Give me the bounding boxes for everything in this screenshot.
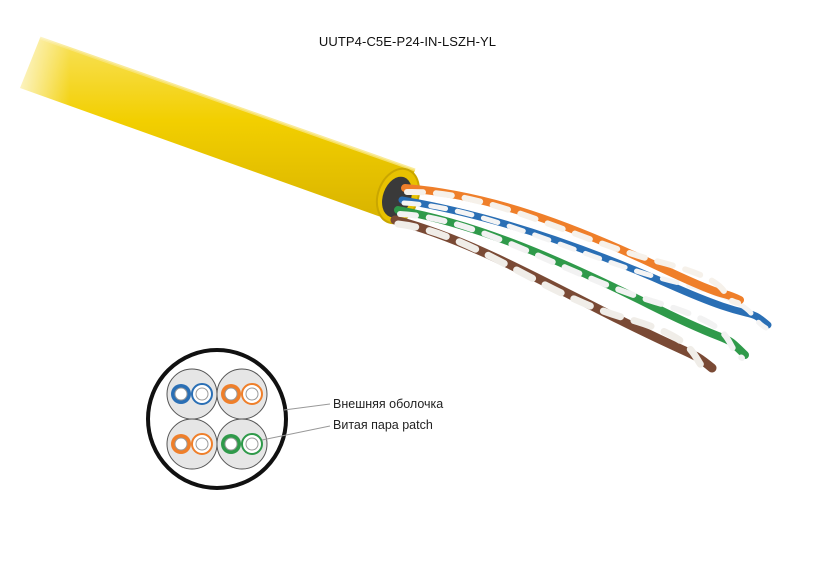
cross-section-pair-green xyxy=(216,418,268,470)
product-title: UUTP4-C5E-P24-IN-LSZH-YL xyxy=(318,34,497,49)
cross-section-pair-orange xyxy=(216,368,268,420)
callout-twisted-pair: Витая пара patch xyxy=(333,418,433,432)
twisted-pair-brown xyxy=(390,215,717,376)
cross-section-diagram xyxy=(146,348,331,490)
twisted-pair-orange xyxy=(401,184,744,306)
cross-section-pair-blue xyxy=(166,368,218,420)
twisted-pair-green xyxy=(394,206,749,361)
twisted-pair-blue xyxy=(398,196,772,331)
callout-outer-jacket: Внешняя оболочка xyxy=(333,397,444,411)
leader-line-twisted-pair xyxy=(261,425,331,441)
cable-jacket xyxy=(0,20,421,225)
leader-line-outer-jacket xyxy=(283,403,331,411)
cross-section-pair-brown xyxy=(166,418,218,470)
